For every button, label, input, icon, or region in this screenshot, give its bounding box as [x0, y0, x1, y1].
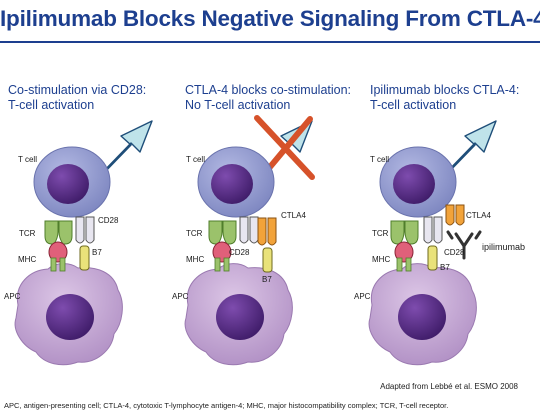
- label-b7: B7: [262, 275, 272, 284]
- panel-2-heading: CTLA-4 blocks co-stimulation: No T-cell …: [185, 83, 351, 113]
- mhc-molecule: [48, 241, 68, 263]
- cd28-receptor: [423, 216, 443, 244]
- b7-ligand: [427, 245, 438, 271]
- label-b7: B7: [92, 248, 102, 257]
- t-cell-nucleus: [211, 164, 253, 204]
- label-apc: APC: [354, 292, 371, 301]
- label-apc: APC: [172, 292, 189, 301]
- label-tcell: T cell: [370, 155, 389, 164]
- tcr-receptor-right: [58, 220, 73, 245]
- label-mhc: MHC: [18, 255, 36, 264]
- panel-1-heading-line2: T-cell activation: [8, 98, 95, 112]
- label-mhc: MHC: [372, 255, 390, 264]
- label-tcell: T cell: [186, 155, 205, 164]
- tcr-receptor: [208, 220, 223, 245]
- panel-1-heading: Co-stimulation via CD28: T-cell activati…: [8, 83, 146, 113]
- b7-ligand: [262, 247, 273, 273]
- label-mhc: MHC: [186, 255, 204, 264]
- panel-2-heading-line2: No T-cell activation: [185, 98, 291, 112]
- label-cd28: CD28: [444, 248, 465, 257]
- b7-ligand: [79, 245, 90, 271]
- ipilimumab-antibody-icon: [446, 230, 482, 260]
- t-cell-nucleus: [47, 164, 89, 204]
- label-apc: APC: [4, 292, 21, 301]
- page-title: Ipilimumab Blocks Negative Signaling Fro…: [0, 6, 540, 31]
- mhc-molecule: [212, 241, 232, 263]
- panel-1-heading-line1: Co-stimulation via CD28:: [8, 83, 147, 97]
- panel-1: T cell TCR CD28 MHC B7 APC: [4, 120, 153, 366]
- panel-3-heading-line1: Ipilimumab blocks CTLA-4:: [370, 83, 520, 97]
- panel-2: T cell TCR CTLA4 CD28 MHC B7 APC: [172, 115, 315, 366]
- cd28-receptor: [239, 216, 259, 244]
- label-tcr: TCR: [372, 229, 389, 238]
- label-tcr: TCR: [186, 229, 203, 238]
- label-tcr: TCR: [19, 229, 36, 238]
- tcr-receptor-right: [222, 220, 237, 245]
- panel-3-heading-line2: T-cell activation: [370, 98, 457, 112]
- t-cell-nucleus: [393, 164, 435, 204]
- tcr-receptor: [44, 220, 59, 245]
- mhc-stalk: [396, 257, 403, 272]
- mhc-stalk-2: [405, 257, 412, 272]
- ctla4-receptor: [445, 204, 465, 226]
- mhc-molecule: [394, 241, 414, 263]
- panel-3: T cell TCR CTLA4 CD28 ipilimumab MHC B7 …: [354, 120, 525, 366]
- label-ipilimumab: ipilimumab: [482, 242, 525, 252]
- label-b7: B7: [440, 263, 450, 272]
- mhc-stalk-2: [223, 257, 230, 272]
- apc-nucleus: [398, 294, 446, 340]
- apc-nucleus: [46, 294, 94, 340]
- tcr-receptor: [390, 220, 405, 245]
- label-tcell: T cell: [18, 155, 37, 164]
- mhc-stalk: [50, 257, 57, 272]
- label-cd28: CD28: [98, 216, 119, 225]
- panel-2-heading-line1: CTLA-4 blocks co-stimulation:: [185, 83, 352, 97]
- title-divider: [0, 41, 540, 43]
- mhc-stalk: [214, 257, 221, 272]
- label-ctla4: CTLA4: [281, 211, 306, 220]
- source-credit: Adapted from Lebbé et al. ESMO 2008: [380, 382, 518, 391]
- tcr-receptor-right: [404, 220, 419, 245]
- apc-nucleus: [216, 294, 264, 340]
- label-ctla4: CTLA4: [466, 211, 491, 220]
- mhc-stalk-2: [59, 257, 66, 272]
- cd28-receptor: [75, 216, 95, 244]
- panel-3-heading: Ipilimumab blocks CTLA-4: T-cell activat…: [370, 83, 519, 113]
- abbreviations-footnote: APC, antigen-presenting cell; CTLA-4, cy…: [4, 401, 449, 410]
- ctla4-receptor: [257, 217, 277, 246]
- label-cd28: CD28: [229, 248, 250, 257]
